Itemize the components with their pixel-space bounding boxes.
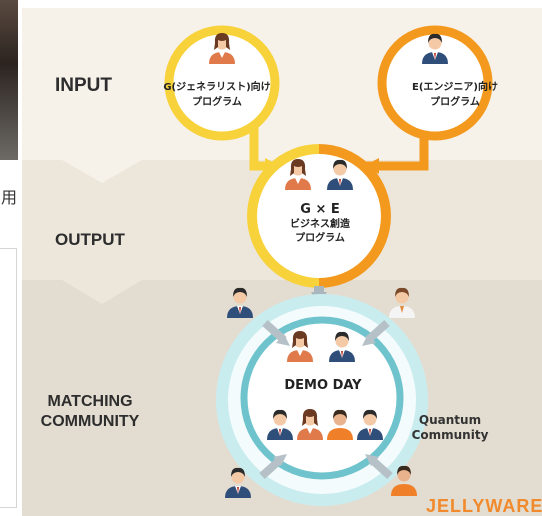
arrow-icon: [362, 334, 376, 346]
cropped-card: [0, 248, 17, 508]
row-label-matching: MATCHING COMMUNITY: [34, 392, 146, 432]
arrow-icon: [365, 454, 379, 466]
gxe-subtitle: ビジネス創造 プログラム: [268, 218, 372, 246]
e-program-label: E(エンジニア)向け プログラム: [380, 80, 530, 110]
jellyware-logo: JELLYWARE: [426, 496, 542, 516]
g-program-circle: [164, 25, 280, 141]
gxe-title: G × E: [300, 202, 340, 217]
left-cropped-area: 用: [0, 0, 22, 516]
quantum-community-label: Quantum Community: [410, 413, 490, 443]
row-label-matching-line1: MATCHING: [47, 393, 133, 410]
e-arrow-icon: [364, 158, 379, 174]
g-program-line2: プログラム: [192, 97, 242, 108]
gxe-ring-yellow: [247, 144, 320, 288]
gxe-ring-orange: [318, 144, 391, 288]
arrow-icon: [273, 454, 287, 466]
gxe-circle: [252, 149, 386, 283]
chevron-divider-top: [62, 160, 142, 183]
cropped-photo: [0, 0, 18, 160]
e-program-circle: [377, 25, 493, 141]
community-member-icon: [389, 287, 415, 318]
quantum-line2: Community: [411, 428, 489, 442]
g-program-line1: G(ジェネラリスト)向け: [163, 82, 271, 93]
quantum-line1: Quantum: [418, 413, 482, 427]
cropped-text: 用: [1, 188, 18, 207]
gxe-program-diagram: INPUT OUTPUT MATCHING COMMUNITY G(ジェネラリス…: [22, 8, 542, 516]
chevron-divider-bottom: [62, 280, 142, 304]
gxe-line1: ビジネス創造: [290, 219, 350, 230]
e-program-line1: E(エンジニア)向け: [412, 82, 498, 93]
community-member-icon: [227, 287, 253, 318]
row-label-matching-line2: COMMUNITY: [40, 413, 140, 430]
arrow-icon: [276, 334, 290, 346]
demo-day-ring: [240, 316, 404, 480]
down-arrow-stem: [314, 286, 324, 296]
e-program-line2: プログラム: [430, 97, 480, 108]
demo-day-label: DEMO DAY: [284, 378, 362, 393]
diagram-graphics: [62, 25, 493, 506]
gxe-line2: プログラム: [295, 233, 345, 244]
row-label-output: OUTPUT: [55, 230, 125, 249]
row-label-input: INPUT: [55, 75, 112, 96]
g-program-label: G(ジェネラリスト)向け プログラム: [142, 80, 292, 110]
